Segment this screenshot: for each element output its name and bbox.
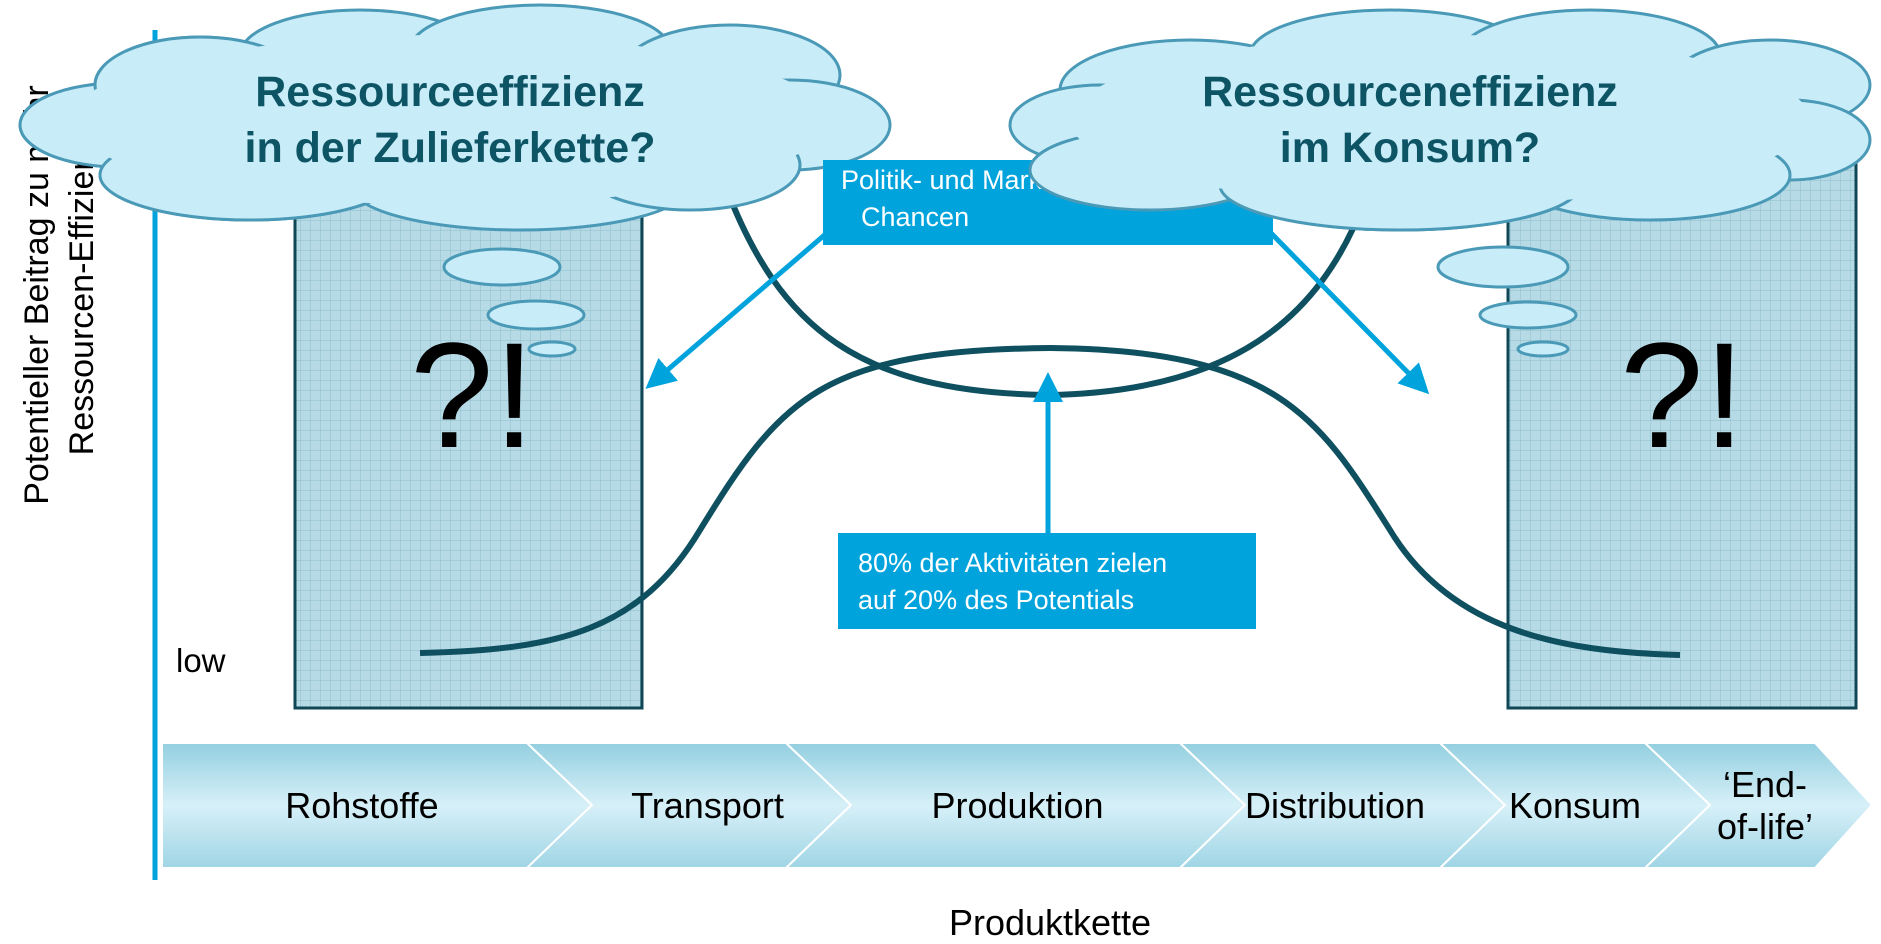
- chain-step-end-of-life: ‘End- of-life’: [1716, 763, 1814, 847]
- policy-callout-line2: Chancen: [861, 202, 970, 232]
- chain-step-rohstoffe: Rohstoffe: [285, 784, 439, 826]
- y-axis-low-label: low: [176, 642, 226, 679]
- thought-bubble-left-small: [527, 340, 577, 358]
- thought-bubble-left-large: [442, 247, 562, 287]
- right-cloud-line1-overlay: Ressourceneffizienz: [1202, 68, 1618, 116]
- activities-callout: 80% der Aktivitäten zielen auf 20% des P…: [838, 533, 1256, 629]
- product-chain: [161, 742, 1874, 869]
- right-question-mark: ?!: [1620, 311, 1746, 479]
- activity-curve: [419, 344, 1681, 658]
- right-cloud-line2-overlay: im Konsum?: [1279, 124, 1541, 172]
- chain-step-distribution: Distribution: [1244, 784, 1426, 826]
- left-cloud-line2: in der Zulieferkette?: [244, 124, 656, 172]
- thought-bubble-right-medium: [1478, 300, 1578, 330]
- activities-callout-line1: 80% der Aktivitäten zielen: [858, 548, 1168, 578]
- chain-step-transport: Transport: [631, 784, 784, 826]
- thought-bubble-right-small: [1516, 340, 1570, 358]
- chain-step-shape: [1642, 742, 1874, 869]
- policy-arrow-right: [1268, 230, 1430, 395]
- thought-bubble-right-large: [1436, 245, 1570, 289]
- chain-step-produktion: Produktion: [931, 784, 1104, 826]
- x-axis-label: Produktkette: [948, 902, 1152, 943]
- policy-callout-line1: Politik- und Markt-: [841, 165, 1059, 195]
- right-grid-panel: [1506, 153, 1858, 710]
- chain-step-konsum: Konsum: [1508, 784, 1642, 826]
- left-cloud-text: Ressourceeffizienz in der Zulieferkette?: [140, 64, 760, 176]
- policy-arrow-left: [645, 230, 830, 389]
- thought-bubble-left-medium: [486, 299, 586, 331]
- left-cloud-line1: Ressourceeffizienz: [255, 68, 645, 116]
- left-question-mark: ?!: [410, 311, 536, 479]
- right-cloud-text-overlay: Ressourceneffizienz im Konsum?: [1110, 64, 1710, 176]
- left-grid-panel: [293, 153, 644, 710]
- activities-callout-line2: auf 20% des Potentials: [858, 585, 1135, 615]
